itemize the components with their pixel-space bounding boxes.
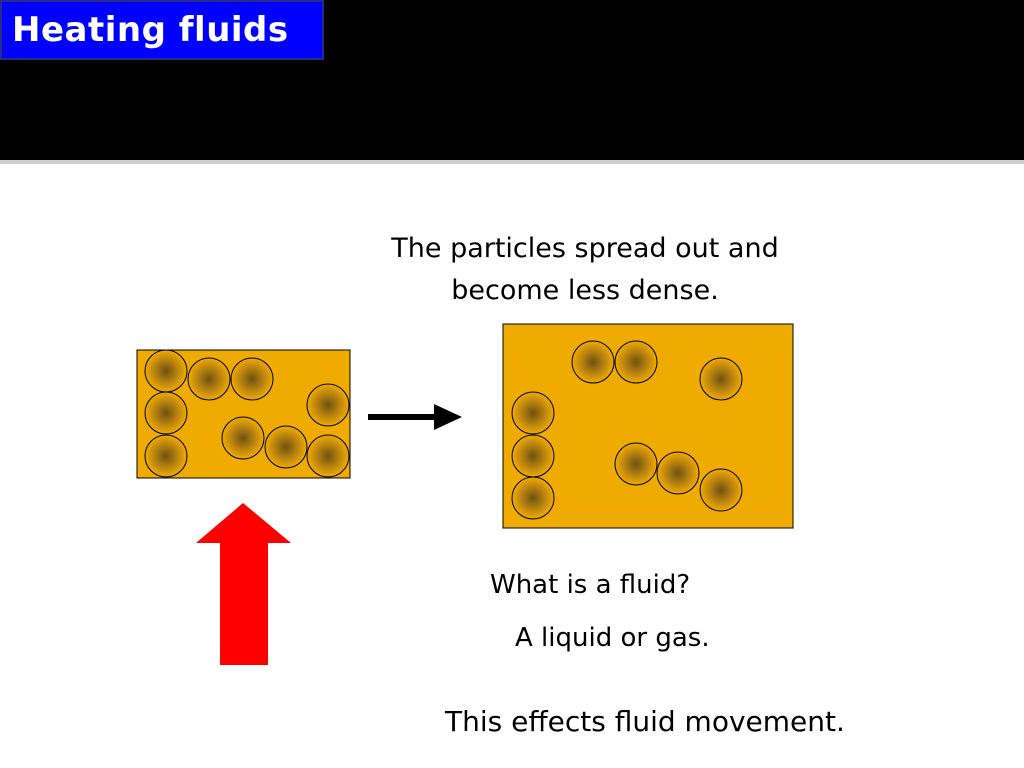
particle-circle-icon: [571, 340, 615, 384]
particle-circle-icon: [511, 476, 555, 520]
particle-circle-icon: [187, 357, 231, 401]
fluid-question: What is a fluid?: [490, 570, 691, 600]
fluid-movement-note: This effects fluid movement.: [445, 705, 845, 738]
particle-circle-icon: [614, 442, 658, 486]
particle-circle-icon: [699, 357, 743, 401]
dense-container: [136, 349, 351, 479]
particle-circle-icon: [144, 349, 188, 393]
header-divider: [0, 160, 1024, 164]
right-arrow-icon: [368, 404, 462, 430]
up-arrow-icon: [196, 503, 291, 665]
slide-title: Heating fluids: [12, 10, 289, 50]
fluid-answer: A liquid or gas.: [515, 623, 710, 653]
particle-circle-icon: [221, 416, 265, 460]
particle-circle-icon: [144, 391, 188, 435]
particle-circle-icon: [511, 434, 555, 478]
particles-caption: The particles spread out and become less…: [391, 233, 779, 306]
title-box: Heating fluids: [0, 0, 324, 60]
particle-circle-icon: [614, 340, 658, 384]
particle-circle-icon: [306, 383, 350, 427]
spread-container: [502, 323, 794, 529]
particle-circle-icon: [230, 357, 274, 401]
particle-circle-icon: [144, 434, 188, 478]
particle-circle-icon: [699, 468, 743, 512]
particle-circle-icon: [264, 425, 308, 469]
particle-circle-icon: [511, 391, 555, 435]
particle-circle-icon: [656, 451, 700, 495]
particle-circle-icon: [306, 434, 350, 478]
